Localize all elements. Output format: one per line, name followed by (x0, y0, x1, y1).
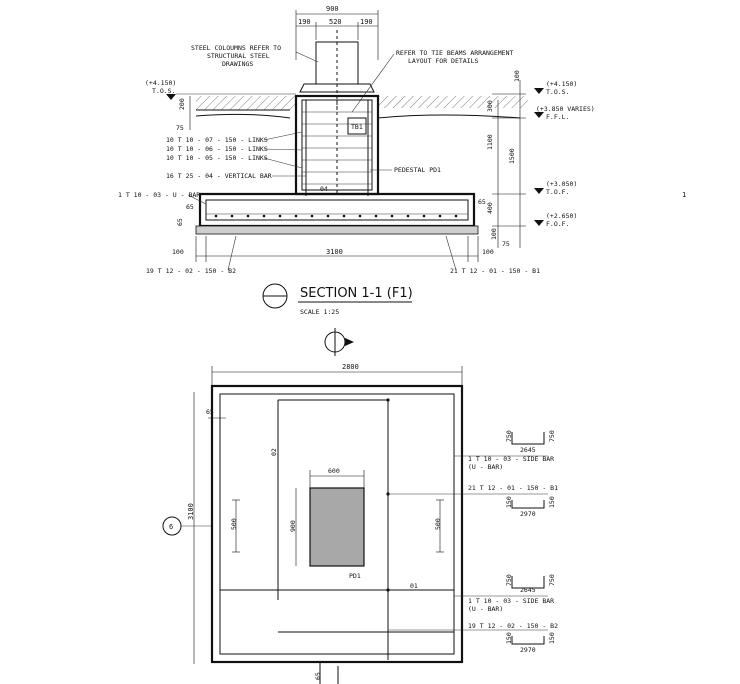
plan-dim-65-bottom: 65 (314, 672, 322, 680)
note-steel-col-3: DRAWINGS (222, 60, 253, 68)
svg-text:150: 150 (548, 496, 556, 508)
blinding-layer (195, 225, 479, 235)
dim-400: 400 (486, 202, 494, 214)
dim-300: 300 (486, 100, 494, 112)
level-3050-sub: T.O.F. (546, 188, 569, 196)
plan-note-b2: 19 T 12 - 02 - 150 - B2 (468, 622, 558, 630)
dim-top-900: 900 (326, 5, 339, 13)
svg-text:750: 750 (548, 430, 556, 442)
tie-beam-tag (347, 117, 367, 135)
dim-left-100: 100 (172, 248, 184, 256)
mark-02: 02 (270, 448, 278, 456)
dim-520: 520 (329, 18, 342, 26)
dim-1100: 1100 (486, 134, 494, 150)
grid-label: 6 (169, 523, 173, 531)
section-scale: SCALE 1:25 (300, 308, 339, 316)
plan-dim-500-left: 500 (230, 518, 238, 530)
section-title: SECTION 1-1 (F1) (300, 286, 413, 301)
svg-text:2970: 2970 (520, 510, 536, 518)
level-marker-icon (534, 112, 544, 118)
svg-text:750: 750 (548, 574, 556, 586)
base-plate (299, 83, 375, 93)
footing-plan-inner (219, 393, 455, 655)
svg-text:TB1: TB1 (351, 123, 363, 131)
dim-left-65b: 65 (176, 218, 184, 226)
bottom-bars (214, 214, 458, 218)
svg-text:750: 750 (505, 430, 513, 442)
dim-190-right: 190 (360, 18, 373, 26)
ped-dim-600: 600 (328, 467, 340, 475)
svg-text:2970: 2970 (520, 646, 536, 654)
plan-note-b1: 21 T 12 - 01 - 150 - B1 (468, 484, 558, 492)
bar-shape-4: 150 2970 150 (505, 632, 556, 654)
dim-right-100-top: 100 (513, 70, 521, 82)
plan-note-sidebar-1: 1 T 10 - 03 - SIDE BAR (468, 455, 554, 463)
svg-text:150: 150 (505, 496, 513, 508)
dim-100-bottom: 100 (490, 228, 498, 240)
note-pedestal: PEDESTAL PD1 (394, 166, 441, 174)
edge-mark: 1 (682, 191, 686, 199)
north-marker-icon (324, 328, 354, 356)
level-4150-left: (+4.150) (145, 79, 176, 87)
dim-1500: 1500 (508, 148, 516, 164)
level-4150-left-sub: T.O.S. (152, 87, 175, 95)
level-2650: (+2.650) (546, 212, 577, 220)
level-3050: (+3.050) (546, 180, 577, 188)
plan-note-sidebar-2b: (U - BAR) (468, 605, 503, 613)
svg-text:2645: 2645 (520, 586, 536, 594)
note-tie-1: REFER TO TIE BEAMS ARRANGEMENT (396, 49, 513, 57)
plan-view: 2800 3100 6 65 02 01 600 900 PD1 500 (162, 363, 558, 684)
plan-note-sidebar-1b: (U - BAR) (468, 463, 503, 471)
level-marker-icon (534, 88, 544, 94)
plan-note-sidebar-2: 1 T 10 - 03 - SIDE BAR (468, 597, 554, 605)
dim-left-200: 200 (178, 98, 186, 110)
svg-text:150: 150 (505, 632, 513, 644)
mark-01: 01 (410, 582, 418, 590)
pd1-label: PD1 (349, 572, 361, 580)
svg-text:750: 750 (505, 574, 513, 586)
level-3850: (+3.850 VARIES) (536, 105, 595, 113)
bar-shape-1: 750 2645 750 (505, 430, 556, 454)
footing (198, 192, 476, 228)
bar-shape-3: 750 2645 750 (505, 574, 556, 594)
note-b1: 21 T 12 - 01 - 150 - B1 (450, 267, 540, 275)
note-links-1: 10 T 10 - 07 - 150 - LINKS (166, 136, 268, 144)
level-marker-icon (534, 188, 544, 194)
svg-text:150: 150 (548, 632, 556, 644)
footing-plan-outline (210, 384, 464, 664)
note-steel-col-1: STEEL COLOUMNS REFER TO (191, 44, 281, 52)
note-ubar: 1 T 10 - 03 - U - BAR (118, 191, 200, 199)
plan-dim-500-right: 500 (434, 518, 442, 530)
bar-shape-2: 150 2970 150 (505, 496, 556, 518)
plan-dim-3100: 3100 (187, 503, 195, 520)
level-3850-sub: F.F.L. (546, 113, 569, 121)
note-b2: 19 T 12 - 02 - 150 - B2 (146, 267, 236, 275)
svg-text:2645: 2645 (520, 446, 536, 454)
plan-dim-65: 65 (206, 408, 214, 416)
level-4150-right: (+4.150) (546, 80, 577, 88)
dim-left-75: 75 (176, 124, 184, 132)
dim-left-65: 65 (186, 203, 194, 211)
note-steel-col-2: STRUCTURAL STEEL (207, 52, 270, 60)
level-4150-right-sub: T.O.S. (546, 88, 569, 96)
level-2650-sub: F.O.F. (546, 220, 569, 228)
dim-3100: 3100 (326, 248, 343, 256)
note-vert-bar: 16 T 25 - 04 - VERTICAL BAR (166, 172, 272, 180)
plan-dim-2800: 2800 (342, 363, 359, 371)
ped-dim-900: 900 (289, 520, 297, 532)
note-links-3: 10 T 10 - 05 - 150 - LINKS (166, 154, 268, 162)
level-marker-icon (534, 220, 544, 226)
level-marker-icon (166, 94, 176, 100)
pedestal-plan (309, 487, 365, 567)
dim-right-100: 100 (482, 248, 494, 256)
note-tie-2: LAYOUT FOR DETAILS (408, 57, 479, 65)
dim-75-bottom: 75 (502, 240, 510, 248)
dim-right-65: 65 (478, 198, 486, 206)
section-view: 900 190 520 190 STEEL COLOUMNS REFER TO … (118, 5, 686, 316)
mark-04: 04 (320, 185, 328, 193)
note-links-2: 10 T 10 - 06 - 150 - LINKS (166, 145, 268, 153)
dim-190-left: 190 (298, 18, 311, 26)
